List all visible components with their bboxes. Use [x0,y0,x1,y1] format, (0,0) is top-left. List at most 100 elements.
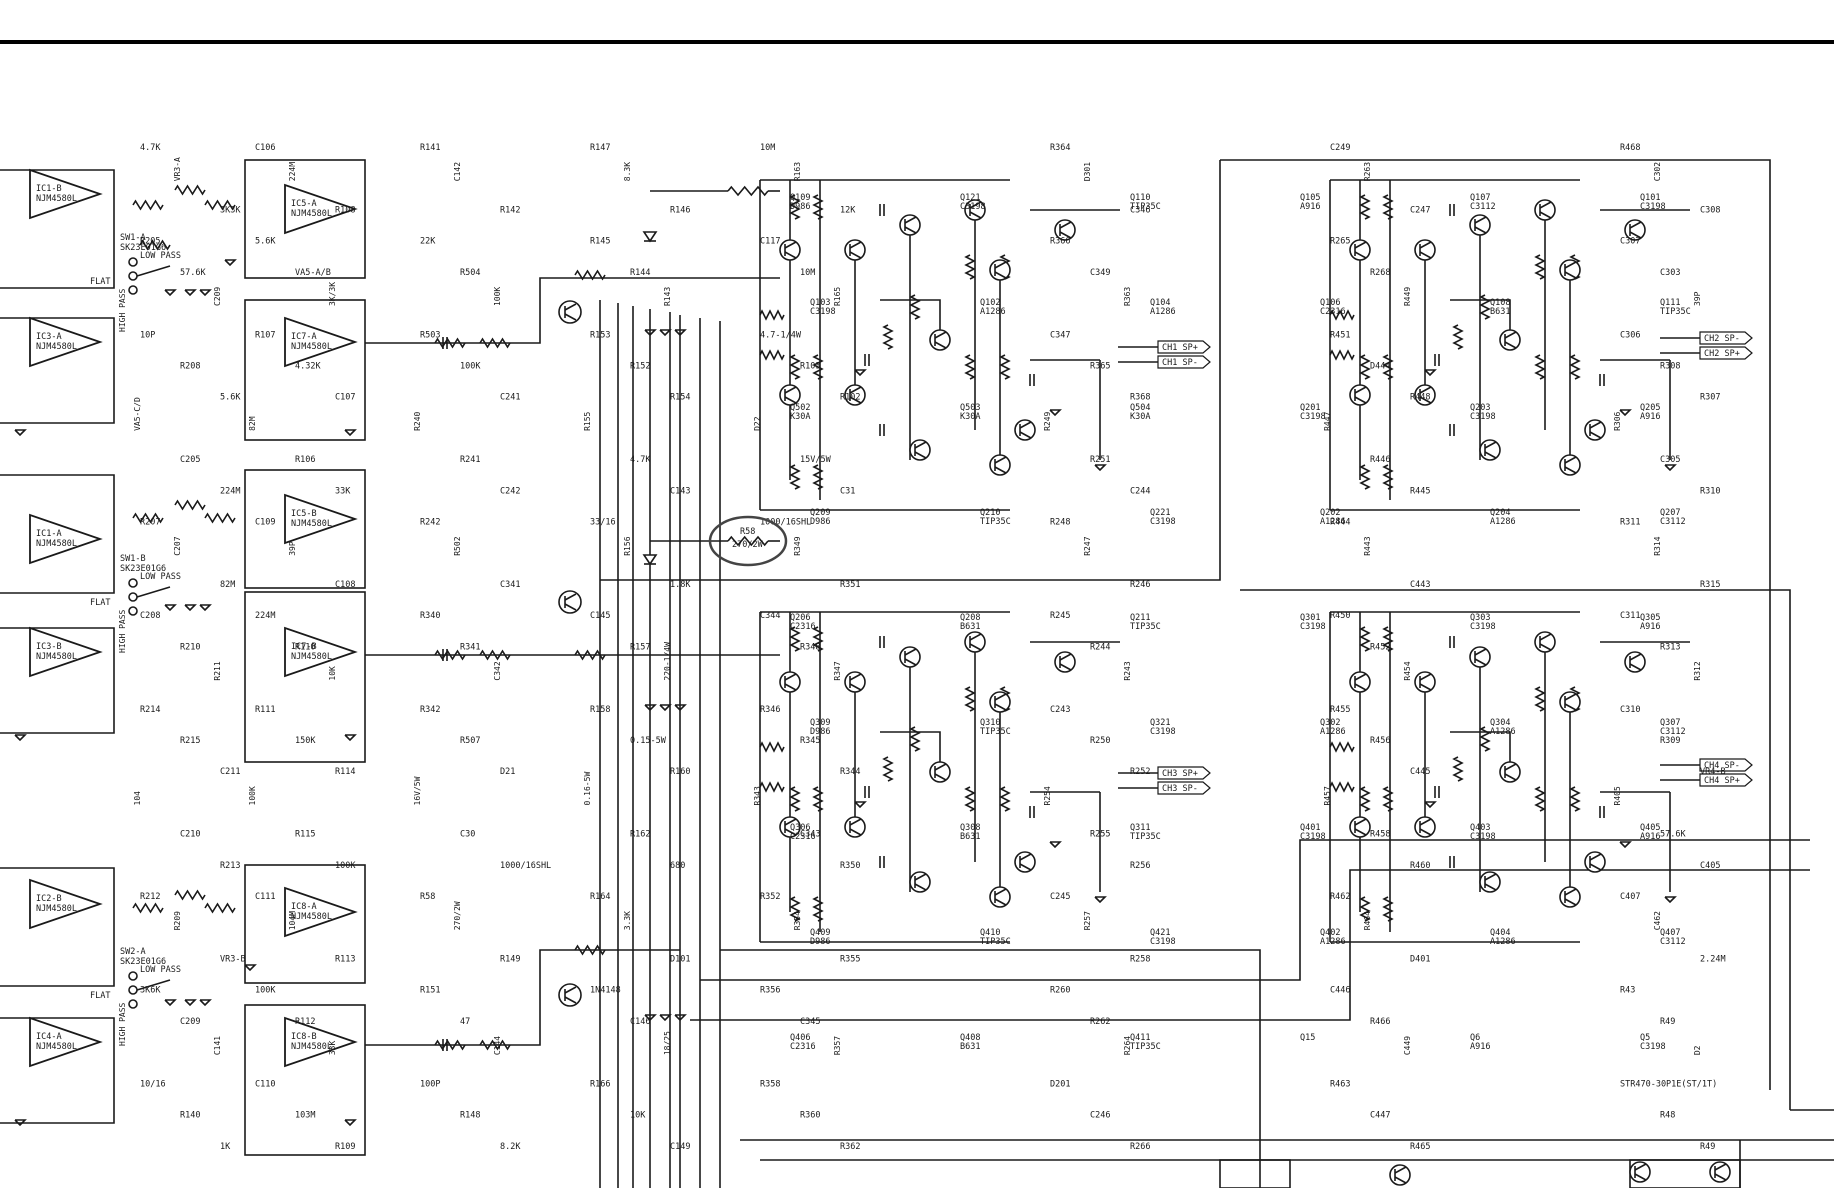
component-label: R444 [1330,518,1350,528]
transistor-ref: Q211 [1130,613,1150,623]
switch-ref: SW1-B [120,554,146,564]
opamp-part: NJM4580L [291,209,332,219]
switch-low-label: LOW PASS [140,965,181,975]
transistor [1019,421,1032,429]
opamp-ref: IC4-A [36,1032,62,1042]
component-label: 57.6K [1660,830,1686,840]
component-label: D21 [500,767,515,777]
transistor-part: A916 [1470,1042,1490,1052]
component-label: C310 [1620,705,1640,715]
transistor-ref: Q111 [1660,298,1680,308]
component-label: C242 [500,486,520,496]
component-label: 8.2K [500,1142,521,1152]
transistor [1419,673,1432,681]
resistor [1382,354,1394,380]
transistor [1469,214,1491,236]
transistor-part: D986 [810,517,830,527]
transistor [1634,1173,1647,1181]
transistor-ref: Q101 [1640,193,1660,203]
wire [136,979,171,991]
transistor [1019,863,1032,871]
opamp-part: NJM4580L [291,652,332,662]
component-label: R452 [1370,642,1390,652]
component-label: C342 [493,661,502,680]
transistor-part: A916 [1640,412,1660,422]
resistor [812,194,824,220]
wire [244,591,366,763]
resistor [727,185,769,197]
resistor [1569,354,1581,380]
transistor [1504,341,1517,349]
transistor-ref: Q405 [1640,823,1660,833]
component-label: C462 [1653,911,1662,930]
ground-symbol [1049,409,1062,417]
transistor [1534,199,1556,221]
component-label: C111 [255,892,275,902]
component-label: C307 [1620,237,1640,247]
transistor [779,239,801,261]
transistor [1624,651,1646,673]
transistor-ref: Q103 [810,298,830,308]
component-label: R146 [670,205,690,215]
component-label: R244 [1090,642,1110,652]
wire [1219,1159,1291,1188]
component-label: C346 [1130,205,1150,215]
transistor [934,341,947,349]
ground-symbol [1619,841,1632,849]
component-label: C142 [453,162,462,181]
ground-symbol [199,999,212,1007]
resistor [1534,254,1546,280]
transistor [904,648,917,656]
component-label: R115 [295,830,315,840]
component-label: R43 [1620,986,1635,996]
component-label: R352 [760,892,780,902]
transistor [1629,653,1642,661]
component-label: R162 [630,830,650,840]
ground-symbol [344,1119,357,1127]
output-label: CH4 SP- [1704,761,1740,771]
transistor [564,303,577,311]
transistor [1584,851,1606,873]
component-label: R456 [1370,736,1390,746]
component-label: 1.8K [670,580,691,590]
wire [880,731,941,762]
transistor-ref: Q105 [1300,193,1320,203]
switch-low-label: LOW PASS [140,572,181,582]
opamp-ref: IC5-B [291,509,317,519]
component-label: R310 [1700,486,1720,496]
transistor-part: C2316 [790,832,816,842]
transistor [1559,886,1581,908]
transistor-ref: Q204 [1490,508,1510,518]
transistor [784,818,797,826]
component-label: R153 [590,330,610,340]
opamp-symbol [284,626,358,678]
transistor [1394,1166,1407,1174]
transistor [1349,816,1371,838]
component-label: 224M [288,162,297,181]
transistor [1629,663,1642,671]
resistor [1329,309,1355,321]
transistor-part: C3198 [810,307,836,317]
component-label: R454 [1403,661,1412,680]
component-label: C343 [800,830,820,840]
component-label: 22K [420,237,436,247]
transistor [934,773,947,781]
wire [600,160,1221,581]
resistor [727,535,769,547]
component-label: R145 [590,237,610,247]
transistor [1589,863,1602,871]
wire [0,474,115,594]
transistor-ref: Q209 [810,508,830,518]
component-label: R463 [1330,1079,1350,1089]
component-label: 15V/5W [800,455,832,465]
component-label: R240 [413,411,422,430]
transistor-part: D986 [810,937,830,947]
component-label: 0.16-5W [583,772,592,806]
transistor [1354,396,1367,404]
component-label: R341 [460,642,480,652]
ground-symbol [1664,464,1677,472]
ground-symbol [184,289,197,297]
component-label: R215 [180,736,200,746]
component-label: D101 [670,955,690,965]
switch-ref: SW1-A [120,233,146,243]
